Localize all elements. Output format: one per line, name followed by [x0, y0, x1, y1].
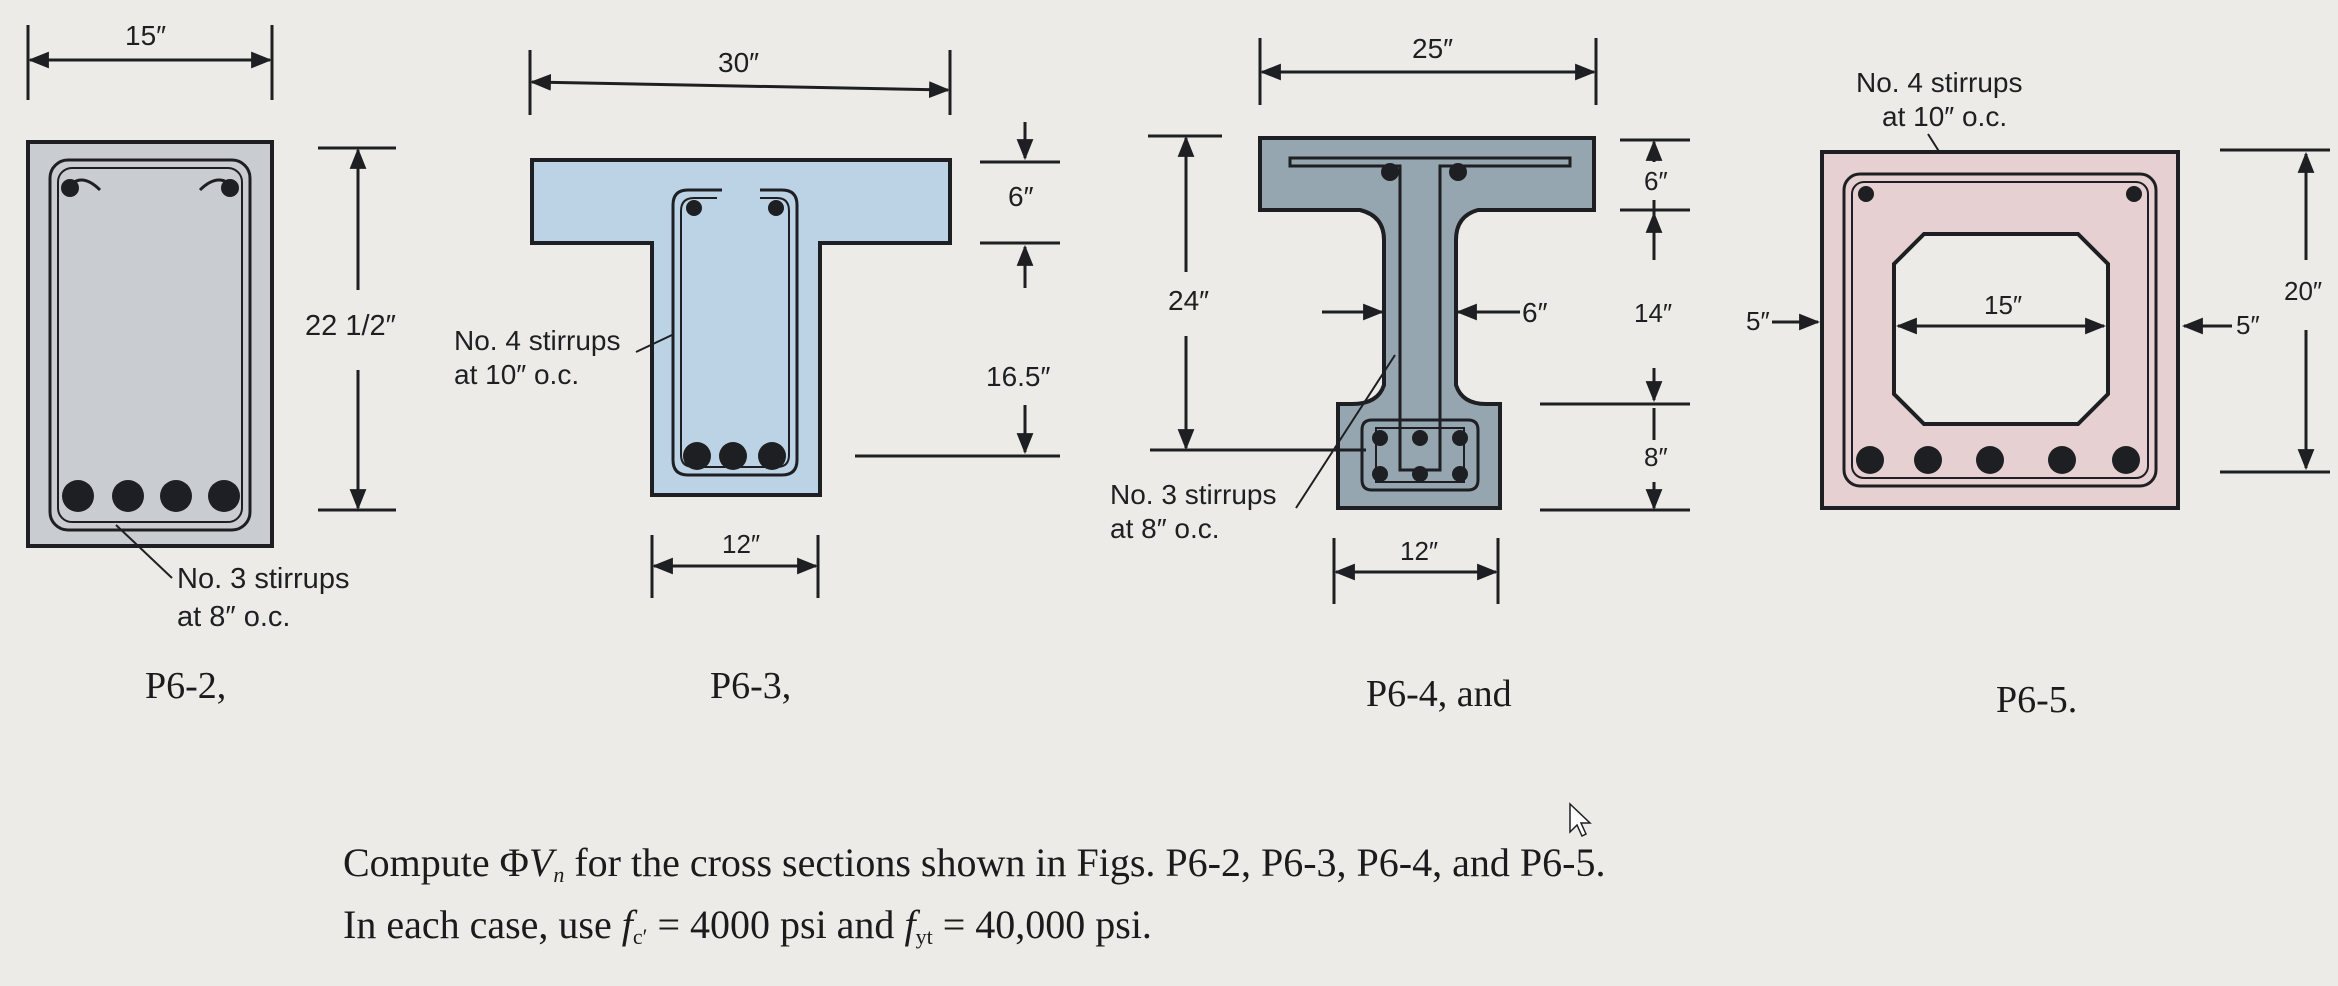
p63-stirrup-note-1: No. 4 stirrups [454, 325, 621, 356]
p64-stirrup [1288, 156, 1572, 472]
p62-beam-section [26, 140, 274, 548]
p63-flange-depth-label: 6″ [1008, 181, 1034, 212]
p65-bottom-bar [1976, 446, 2004, 474]
p64-top-depth-label: 6″ [1644, 166, 1668, 196]
p64-stirrup-note-2: at 8″ o.c. [1110, 513, 1220, 544]
p63-web-width-label: 12″ [722, 529, 760, 559]
figure-p6-3: 30″ 6″ 16.5″ No. 4 stirrups at 10″ o.c. … [454, 47, 1060, 707]
p63-stirrup [671, 188, 799, 477]
p62-caption: P6-2, [145, 665, 226, 707]
p65-void [1892, 232, 2110, 426]
p62-leader-line [115, 524, 173, 579]
p65-bottom-bar [1856, 446, 1884, 474]
p62-top-bar [61, 179, 79, 197]
p62-stirrup-note-2: at 8″ o.c. [177, 601, 290, 633]
figure-p6-2: 15″ 22 1/2″ No. 3 stirrups at 8″ o.c. P6… [26, 20, 396, 707]
problem-statement: Compute ΦVn for the cross sections shown… [343, 838, 2243, 962]
problem-line-2: In each case, use fc′ = 4000 psi and fyt… [343, 902, 1152, 949]
p63-bottom-bar [683, 442, 711, 470]
p63-flange-width-label: 30″ [718, 47, 759, 78]
p63-flange-width-dim-line [529, 73, 951, 99]
p64-stirrup-note-1: No. 3 stirrups [1110, 479, 1277, 510]
p63-caption: P6-3, [710, 665, 791, 707]
p65-caption: P6-5. [1996, 679, 2077, 721]
p65-stirrup [1842, 172, 2158, 488]
p65-bottom-bar [2048, 446, 2076, 474]
p62-bottom-bar [160, 480, 192, 512]
p65-stirrup-note-2: at 10″ o.c. [1882, 101, 2007, 132]
p62-bottom-bar [208, 480, 240, 512]
p65-right-wall-label: 5″ [2236, 310, 2260, 340]
p62-width-label: 15″ [125, 20, 166, 51]
p65-bottom-bar [2112, 446, 2140, 474]
p64-mid-depth-label: 14″ [1634, 298, 1672, 328]
p62-bottom-bar [62, 480, 94, 512]
p64-bottom-bar [1412, 466, 1428, 482]
p64-bottom-bar [1372, 430, 1388, 446]
p64-web-width-label: 6″ [1522, 297, 1548, 328]
p64-leader-line [1295, 354, 1396, 509]
p63-bottom-bar [719, 442, 747, 470]
p64-flange-width-label: 25″ [1412, 33, 1453, 64]
p62-bottom-bar [112, 480, 144, 512]
p64-bottom-width-label: 12″ [1400, 536, 1438, 566]
p65-bottom-bar [1914, 446, 1942, 474]
p64-bottom-bar [1412, 430, 1428, 446]
p63-web-depth-label: 16.5″ [986, 361, 1050, 392]
p63-stirrup-note-2: at 10″ o.c. [454, 359, 579, 390]
problem-line-1: Compute ΦVn for the cross sections shown… [343, 840, 1606, 887]
figure-p6-4: 25″ 24″ 6″ 6″ 14″ 8″ No. 3 [1110, 33, 1690, 715]
p64-bottom-bar [1452, 466, 1468, 482]
p65-height-label: 20″ [2284, 276, 2322, 306]
figure-p6-5: No. 4 stirrups at 10″ o.c. 15″ 5″ 5″ 20″… [1746, 67, 2330, 721]
p65-left-wall-label: 5″ [1746, 306, 1770, 336]
p62-height-label: 22 1/2″ [305, 310, 396, 342]
p62-stirrup-note-1: No. 3 stirrups [177, 563, 349, 595]
p64-bottom-bar [1452, 430, 1468, 446]
p63-tbeam-section [530, 158, 952, 497]
p64-total-depth-label: 24″ [1168, 285, 1209, 316]
p65-void-width-label: 15″ [1984, 290, 2022, 320]
p63-leader-line [635, 334, 673, 353]
p65-stirrup-note-1: No. 4 stirrups [1856, 67, 2023, 98]
mouse-cursor-icon [1569, 802, 1592, 838]
p64-section [1258, 136, 1596, 510]
p63-bottom-bar [758, 442, 786, 470]
p64-bottom-depth-label: 8″ [1644, 442, 1668, 472]
p62-top-bar [221, 179, 239, 197]
p62-stirrup [48, 158, 252, 532]
p64-caption: P6-4, and [1366, 673, 1512, 715]
p64-bottom-bar [1372, 466, 1388, 482]
